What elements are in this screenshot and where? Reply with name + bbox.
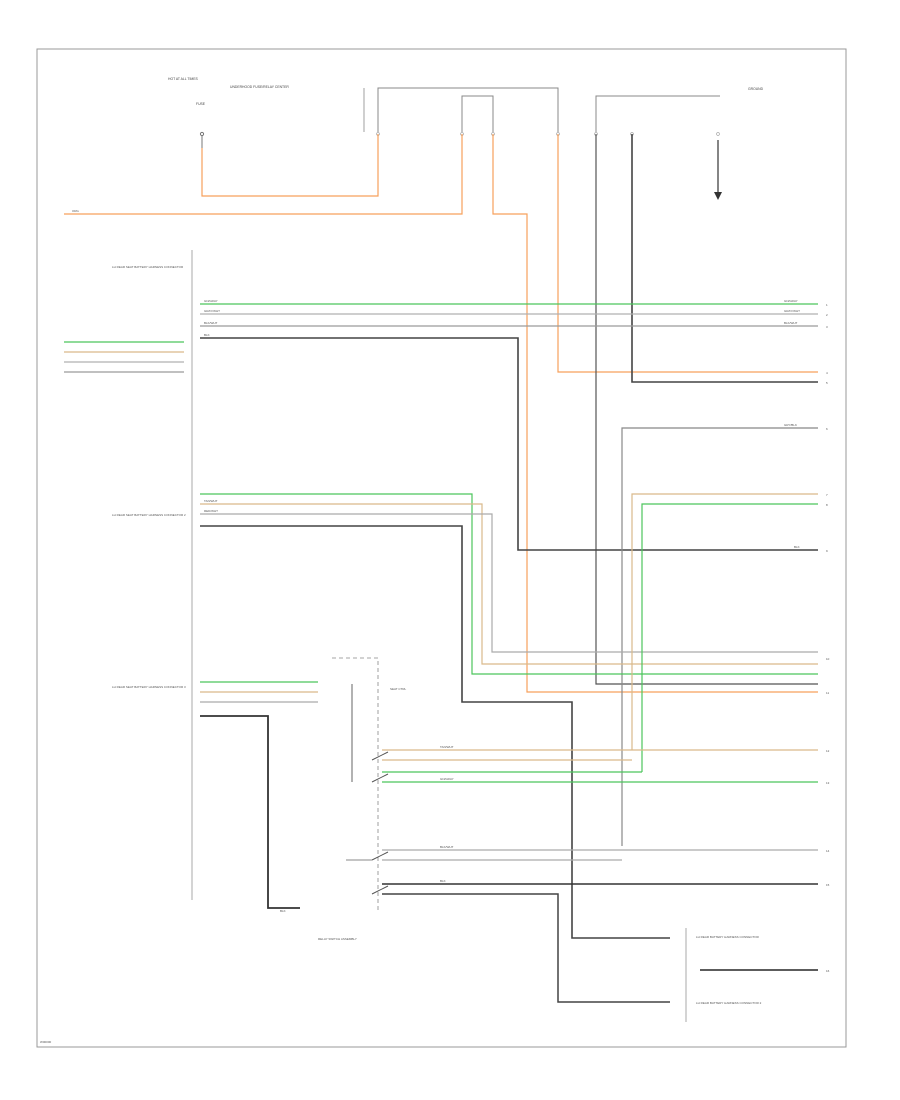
- wire-label-sw4: BLK: [440, 879, 446, 883]
- wire-label-sw1: TAN/WHT: [440, 745, 454, 749]
- wire-orange-2: [64, 134, 463, 215]
- wire-sw-blk2: [382, 893, 670, 1003]
- pin-9: 9: [826, 549, 828, 553]
- right-pins: 1 2 3 4 5 6 7 8 9 10 11 12 13 14 15 16: [826, 303, 830, 973]
- wire-label-grw: GRAY/WHT: [204, 309, 220, 313]
- wire-label-sw3: BLK/WHT: [440, 845, 454, 849]
- underhood-inner: [461, 95, 494, 132]
- wire-label-bw-r: BLK/WHT: [784, 321, 798, 325]
- pin-15: 15: [826, 883, 830, 887]
- bottom-components: LH REAR BATTERY HARNESS CONNECTOR LH REA…: [685, 928, 762, 1022]
- bottom-label-2: LH REAR BATTERY HARNESS CONNECTOR 2: [696, 1001, 762, 1005]
- fuse-terminal: [199, 131, 205, 137]
- wire-label-bot: BLK: [280, 909, 286, 913]
- pin-11: 11: [826, 691, 829, 695]
- wire-s2-gray: [200, 513, 818, 653]
- wire-orange-1: [201, 134, 379, 197]
- wire-label-gn-r: GN/GRAY: [784, 299, 798, 303]
- switch-sub-label: SEAT CTRL: [390, 687, 407, 691]
- wire-label-blk: BLK: [204, 333, 210, 337]
- wire-s2-tan-right: [631, 493, 818, 750]
- wire-label-sw2: GN/GRAY: [440, 777, 454, 781]
- pin-1: 1: [826, 303, 828, 307]
- footer-code: W00000: [40, 1040, 52, 1044]
- wire-s2-green-right: [641, 503, 818, 772]
- component-label-1: LH REAR SEAT BATTERY HARNESS CONNECTOR: [112, 265, 184, 269]
- pin-3: 3: [826, 325, 828, 329]
- top-terminals: [376, 132, 720, 136]
- wire-s2-blk: [200, 525, 670, 939]
- pin-14: 14: [826, 849, 830, 853]
- wire-s1-blk: [200, 337, 818, 551]
- top-section: HOT AT ALL TIMES FUSE UNDERHOOD FUSE/REL…: [168, 77, 764, 200]
- underhood-bracket: [377, 87, 559, 132]
- pin-12: 12: [826, 749, 830, 753]
- wire-label-orange: ORG: [72, 209, 80, 213]
- left-component-bars: LH REAR SEAT BATTERY HARNESS CONNECTOR L…: [112, 250, 193, 900]
- switch-contact-1: [371, 751, 389, 761]
- fuse-block-label: HOT AT ALL TIMES: [168, 77, 199, 81]
- right-top-bracket: [595, 95, 720, 132]
- pin-2: 2: [826, 313, 828, 317]
- pin-7: 7: [826, 493, 828, 497]
- wire-label-gn: GN/GRAY: [204, 299, 218, 303]
- wire-gray-long: [595, 134, 818, 685]
- pin-4: 4: [826, 371, 828, 375]
- wire-label-red: RED/WHT: [204, 509, 218, 513]
- diagram-border: [36, 48, 847, 1048]
- wire-s2-tan: [200, 503, 818, 665]
- wire-label-blk-r: BLK: [794, 545, 800, 549]
- wire-label-gb: GRY/BLK: [784, 423, 797, 427]
- switch-outline: [332, 657, 379, 910]
- pin-13: 13: [826, 781, 830, 785]
- fuse-label: FUSE: [196, 102, 206, 106]
- pin-8: 8: [826, 503, 828, 507]
- ground-right-label: GROUND: [748, 87, 764, 91]
- switch-label: RELAY SWITCH ASSEMBLY: [318, 937, 357, 941]
- switch-contact-4: [371, 885, 389, 895]
- wire-s3-blk: [200, 715, 300, 909]
- wire-label-bw: BLK/WHT: [204, 321, 218, 325]
- bottom-label-1: LH REAR BATTERY HARNESS CONNECTOR: [696, 935, 760, 939]
- pin-5: 5: [826, 381, 828, 385]
- wire-label-grw-r: GRAY/WHT: [784, 309, 800, 313]
- pin-6: 6: [826, 427, 828, 431]
- component-label-3: LH REAR SEAT BATTERY HARNESS CONNECTOR 3: [112, 685, 186, 689]
- wire-label-tan: TAN/WHT: [204, 499, 218, 503]
- relay-switch: RELAY SWITCH ASSEMBLY SEAT CTRL: [318, 657, 407, 941]
- wire-orange-3: [492, 134, 818, 693]
- wire-s2-green: [200, 493, 818, 675]
- wires: [64, 134, 818, 1003]
- switch-contact-2: [371, 773, 389, 783]
- ground-arrow-icon: [714, 192, 722, 200]
- wire-dark-top: [631, 134, 818, 383]
- wire-orange-4: [557, 134, 818, 373]
- wire-labels: ORG GN/GRAY GRAY/WHT BLK/WHT BLK GN/GRAY…: [72, 209, 800, 913]
- pin-10: 10: [826, 657, 830, 661]
- component-label-2: LH REAR SEAT BATTERY HARNESS CONNECTOR 2: [112, 513, 186, 517]
- underhood-label: UNDERHOOD FUSE/RELAY CENTER: [230, 85, 289, 89]
- wire-gray-vert: [621, 427, 818, 846]
- pin-16: 16: [826, 969, 830, 973]
- switch-contact-3: [371, 851, 389, 861]
